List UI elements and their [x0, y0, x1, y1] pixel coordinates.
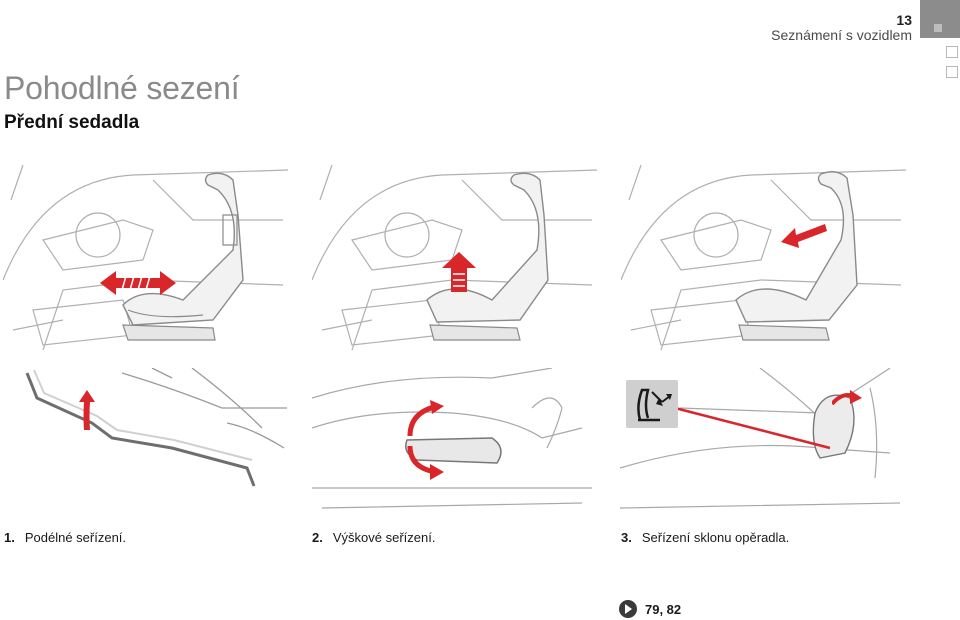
diagonal-arrow-icon [781, 224, 827, 248]
longitudinal-bar-detail [22, 368, 287, 488]
chapter-tab-square-icon [934, 24, 942, 32]
chapter-title: Pohodlné sezení [4, 70, 240, 106]
backrest-knob-detail [620, 368, 900, 518]
height-lever-detail [312, 368, 592, 518]
chapter-tab [920, 0, 960, 38]
horizontal-double-arrow-icon [100, 271, 176, 295]
section-name: Seznámení s vozidlem [771, 27, 912, 43]
caption-number: 3. [621, 530, 632, 545]
backrest-tilt-icon [626, 380, 678, 428]
page-reference[interactable]: 79, 82 [619, 598, 681, 620]
caption-number: 2. [312, 530, 323, 545]
nav-square-icon [946, 46, 958, 58]
seat-longitudinal-illustration [3, 160, 293, 350]
page-number: 13 [896, 12, 912, 28]
caption-1: 1. Podélné seřízení. [4, 530, 126, 545]
seat-height-illustration [312, 160, 602, 350]
caption-text: Seřízení sklonu opěradla. [641, 530, 790, 545]
caption-text: Podélné seřízení. [24, 530, 127, 545]
curved-double-arrow-icon [407, 400, 444, 480]
caption-number: 1. [4, 530, 15, 545]
curved-up-arrow-icon [79, 390, 95, 430]
caption-text: Výškové seřízení. [332, 530, 436, 545]
page-reference-text[interactable]: 79, 82 [645, 601, 682, 617]
up-arrow-icon [442, 252, 476, 292]
curved-right-arrow-icon [832, 390, 862, 406]
nav-square-icon [946, 66, 958, 78]
section-subtitle: Přední sedadla [4, 112, 140, 133]
seat-backrest-illustration [621, 160, 911, 350]
page-reference-icon[interactable] [619, 600, 637, 618]
caption-2: 2. Výškové seřízení. [312, 530, 435, 545]
caption-3: 3. Seřízení sklonu opěradla. [621, 530, 789, 545]
